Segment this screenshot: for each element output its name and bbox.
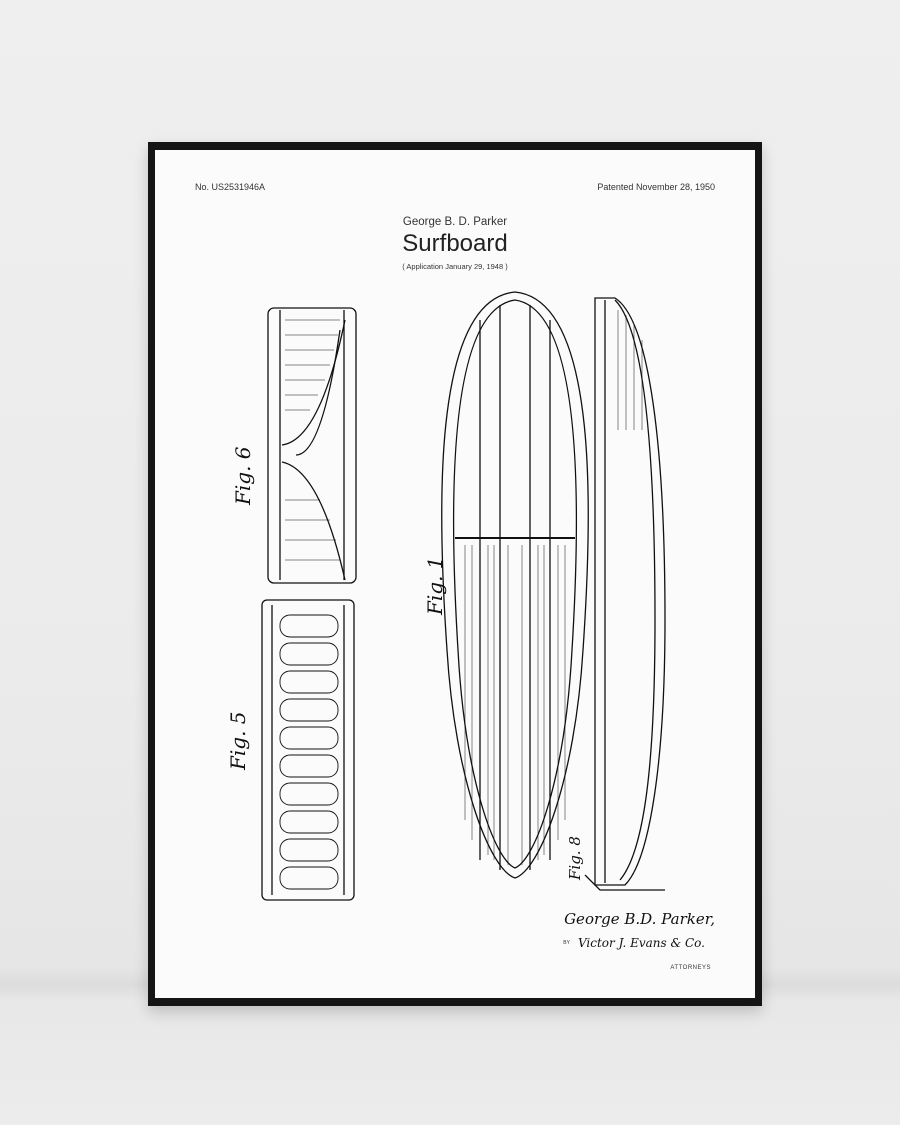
application-date: ( Application January 29, 1948 ): [402, 262, 508, 271]
patent-drawings: Fig. 6 Fig. 5 Fig. 1 Fig. 8: [226, 291, 666, 901]
patent-date: Patented November 28, 1950: [597, 182, 715, 192]
inventor-name: George B. D. Parker: [402, 216, 508, 228]
attorney-line: BY Victor J. Evans & Co.: [563, 936, 705, 950]
fig8-drawing: [584, 297, 666, 891]
fig6-label: Fig. 6: [231, 446, 255, 506]
poster-title: Surfboard: [402, 230, 508, 257]
fig1-drawing: [441, 291, 589, 879]
fig5-label: Fig. 5: [226, 711, 250, 771]
fig6-drawing: [267, 307, 357, 584]
inventor-signature: George B.D. Parker,: [564, 910, 715, 928]
fig8-label: Fig. 8: [566, 836, 584, 881]
attorneys-label: ATTORNEYS: [670, 965, 711, 971]
fig1-label: Fig. 1: [423, 556, 447, 616]
fig5-drawing: [261, 599, 355, 901]
poster-frame: No. US2531946A Patented November 28, 195…: [148, 142, 762, 1006]
fig-labels: Fig. 6 Fig. 5 Fig. 1 Fig. 8: [226, 446, 584, 881]
attorney-signature: Victor J. Evans & Co.: [577, 936, 705, 950]
patent-poster: No. US2531946A Patented November 28, 195…: [155, 150, 755, 998]
patent-number: No. US2531946A: [195, 182, 266, 192]
by-label: BY: [563, 940, 570, 946]
